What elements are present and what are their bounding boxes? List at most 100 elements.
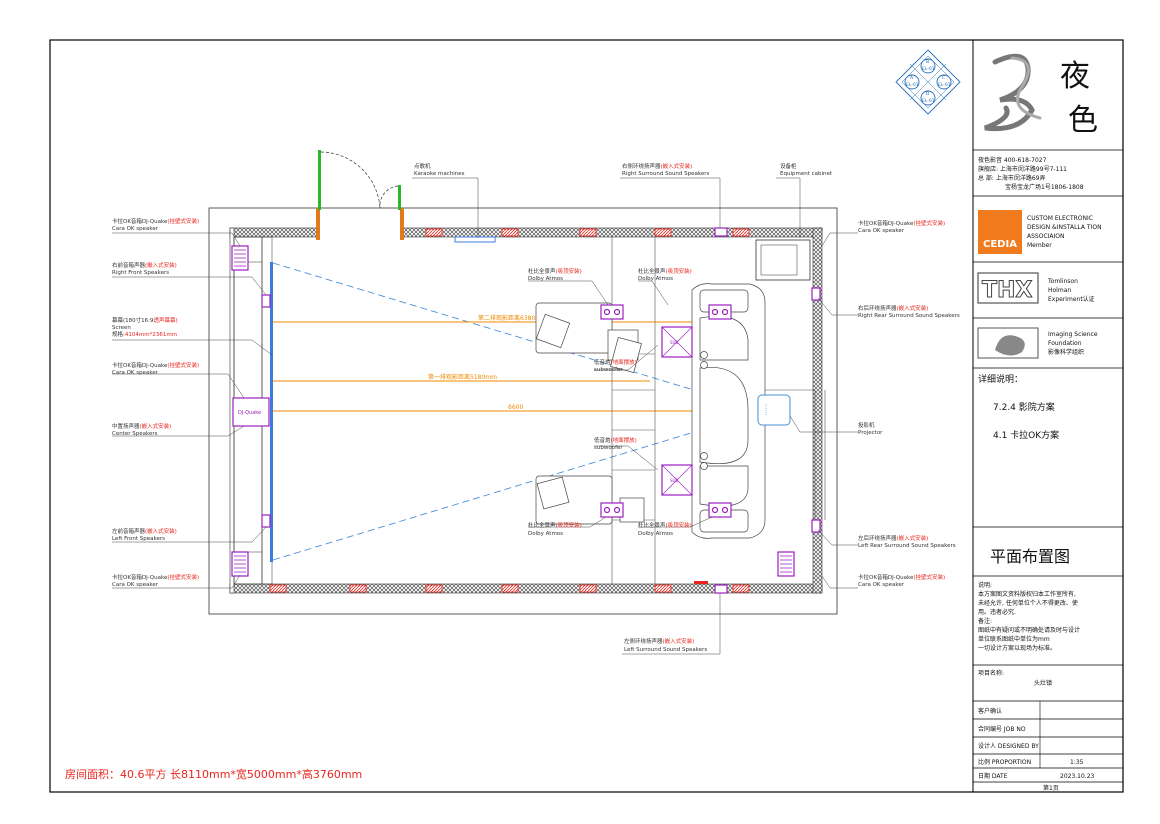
sub-upper-label-cn: 低音炮(地面摆放): [594, 358, 637, 366]
contact-line-2: 旗舰店: 上海市闵洋路99号7-111: [978, 165, 1067, 173]
rrss-label-cn: 右后环绕扬声器(嵌入式安装): [858, 304, 928, 312]
sightlines: [272, 262, 761, 561]
rear-row-sofa: [691, 283, 766, 539]
cara-bl-label-en: Cara OK speaker: [112, 582, 159, 588]
note-line-5: 备注:: [978, 617, 992, 625]
cara-tl-label-en: Cara OK speaker: [112, 226, 159, 232]
thx-line-3: Experiment认证: [1048, 295, 1095, 303]
screen-label-cn: 幕幕(180寸16:9透声幕幕): [112, 316, 178, 324]
left-rear-surround-speaker: [811, 519, 821, 533]
contact-info: 夜色影音 400-618-7027 旗舰店: 上海市闵洋路99号7-111 总 …: [978, 156, 1084, 191]
karaoke-machine: [454, 236, 496, 243]
equip-label-cn: 设备柜: [780, 162, 797, 170]
atmos-bl-label-en: Dolby Atmos: [528, 531, 563, 537]
rfs-label-en: Right Front Speakers: [112, 270, 169, 276]
detail-item-2: 4.1 卡拉OK方案: [993, 429, 1059, 441]
thx-logo-block: [977, 272, 1039, 304]
sub-lower-label-en: subwoofer: [594, 445, 623, 451]
subwoofer-upper: SUB: [661, 326, 693, 358]
compass-b-code: EL-01: [922, 66, 935, 72]
atmos-bl-label-cn: 杜比全景声(吸顶安装): [528, 521, 582, 529]
project-label: 项目名称:: [978, 669, 1004, 677]
detail-item-1: 7.2.4 影院方案: [993, 401, 1055, 413]
project-value: 头灶镇: [1034, 679, 1052, 687]
lfs-label-cn: 左前音箱声器(嵌入式安装): [112, 527, 177, 535]
cara-ml-label-cn: 卡拉OK音箱DJ-Quake(挂壁式安装): [112, 361, 199, 369]
cedia-line-2: DESIGN &INSTALLA TION: [1027, 224, 1102, 231]
title-block: [972, 40, 1123, 792]
thx-line-2: Holman: [1048, 287, 1071, 294]
isf-line-2: Foundation: [1048, 340, 1082, 347]
cedia-line-3: ASSOCIAION: [1027, 233, 1065, 240]
cara-br-label-en: Cara OK speaker: [858, 582, 905, 588]
building-outline: [208, 207, 838, 615]
contact-line-4: 宝杨宝龙广场1号1806-1808: [1005, 183, 1084, 191]
cara-ok-speaker-br: [777, 551, 795, 577]
note-line-4: 用。违者必究.: [978, 608, 1016, 616]
cedia-line-4: Member: [1027, 242, 1052, 249]
djquake-label: DJ-Quake: [238, 410, 261, 416]
note-line-2: 本方案图文资料版权归本工作室所有,: [978, 590, 1076, 598]
subwoofer-lower: SUB: [661, 464, 693, 496]
entrance-door: [316, 150, 404, 240]
cara-tr-label-en: Cara OK speaker: [858, 228, 905, 234]
sheet-border: [49, 39, 1124, 793]
dimension-lines: [273, 321, 760, 412]
date-label: 日期 DATE: [978, 772, 1008, 780]
isf-logo-icon: [995, 335, 1025, 356]
job-label: 合同编号 JOB NO: [978, 725, 1026, 733]
cara-tr-label-cn: 卡拉OK音箱DJ-Quake(挂壁式安装): [858, 219, 945, 227]
lss-label-cn: 左侧环绕扬声器(嵌入式安装): [624, 637, 694, 645]
left-front-speaker: [261, 514, 271, 528]
logo-char-1: 夜: [1060, 59, 1090, 94]
lss-label-en: Left Surround Sound Speakers: [624, 647, 707, 653]
lrss-label-cn: 左后环绕扬声器(嵌入式安装): [858, 534, 928, 542]
seating-risers: [611, 237, 826, 584]
wall-grilles: [269, 228, 750, 593]
sub-box-label-upper: SUB: [670, 340, 678, 345]
sub-upper-label-en: subwoofer: [594, 367, 623, 373]
client-label: 客户确认: [978, 707, 1002, 715]
projection-screen: [270, 262, 273, 562]
cedia-line-1: CUSTOM ELECTRONIC: [1027, 215, 1093, 222]
sub-box-label-lower: SUB: [670, 478, 678, 483]
compass-c-code: EL-01: [938, 82, 951, 88]
atmos-tr-label-cn: 杜比全景声(吸顶安装): [638, 267, 692, 275]
page-number: 第1页: [1043, 784, 1059, 792]
dim-projector-label: 6600: [508, 404, 523, 411]
project-info: 项目名称: 头灶镇 客户确认 合同编号 JOB NO 设计人 DESIGNED …: [978, 669, 1095, 792]
note-line-7: 单位联系图纸中单位为mm: [978, 635, 1050, 643]
rss-top-label-cn: 右侧环绕扬声器(嵌入式安装): [622, 162, 692, 170]
compass-c: C: [942, 75, 945, 81]
atmos-br-label-en: Dolby Atmos: [638, 531, 673, 537]
right-front-speaker: [261, 294, 271, 308]
cedia-text: CUSTOM ELECTRONIC DESIGN &INSTALLA TION …: [1027, 215, 1102, 249]
center-label-en: Center Speakers: [112, 431, 158, 437]
cara-ok-speaker-tl: [231, 245, 249, 271]
rss-top-label-en: Right Surround Sound Speakers: [622, 171, 710, 177]
brand-logo: [984, 53, 1042, 132]
detail-title: 详细说明：: [978, 373, 1023, 385]
contact-line-1: 夜色影音 400-618-7027: [978, 156, 1047, 164]
right-surround-speaker: [714, 227, 728, 237]
note-line-8: 一切设计方案以现场为标准。: [978, 644, 1056, 652]
cedia-logo-text: CEDIA: [983, 239, 1017, 250]
right-rear-surround-speaker: [811, 287, 821, 301]
isf-line-1: Imaging Science: [1048, 331, 1098, 338]
note-line-3: 未经允许, 任何单位个人不得更改、使: [978, 599, 1078, 607]
compass-a: A: [910, 75, 914, 81]
thx-logo-text: THX: [982, 278, 1032, 303]
scale-label: 比例 PROPORTION: [978, 758, 1031, 766]
atmos-speakers: [600, 304, 732, 518]
drawing-title: 平面布置图: [990, 547, 1070, 566]
annotations: 点歌机 Karaoke machines 右侧环绕扬声器(嵌入式安装) Righ…: [112, 162, 960, 653]
rrss-label-en: Right Rear Surround Sound Speakers: [858, 313, 960, 319]
proj-label-en: Projector: [858, 430, 883, 436]
rfs-label-cn: 右前音箱声器(嵌入式安装): [112, 261, 177, 269]
compass-d-code: EL-01: [922, 98, 935, 104]
thx-line-1: Tomlinson: [1047, 278, 1078, 285]
atmos-tl-label-en: Dolby Atmos: [528, 276, 563, 282]
cara-tl-label-cn: 卡拉OK音箱DJ-Quake(挂壁式安装): [112, 217, 199, 225]
atmos-tr-label-en: Dolby Atmos: [638, 276, 673, 282]
